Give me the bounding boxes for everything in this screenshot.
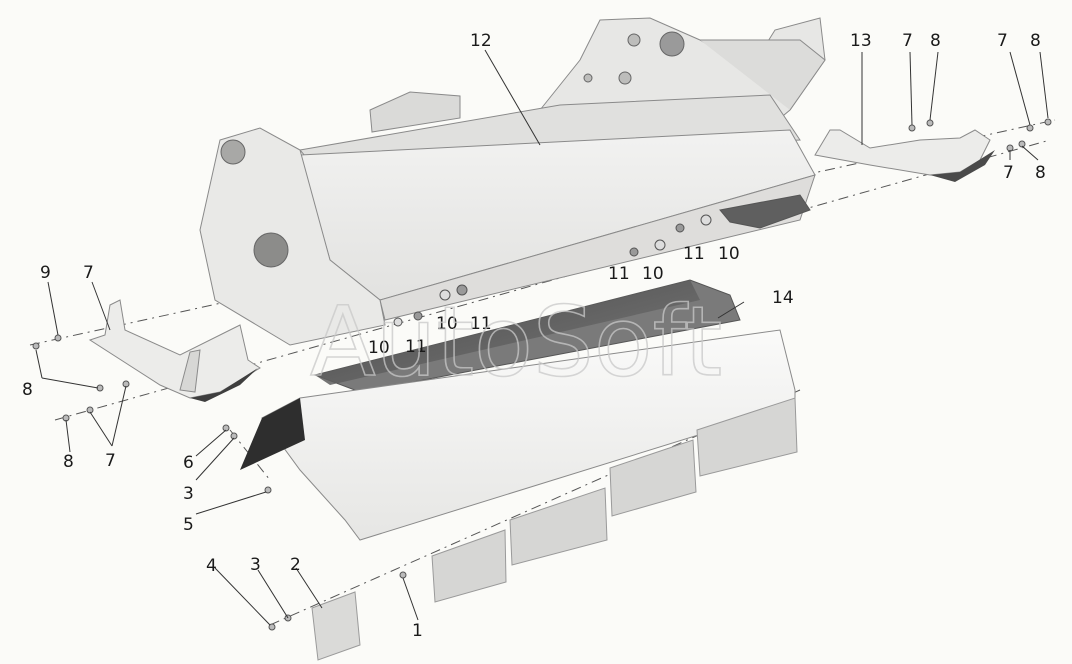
- callout-label: 9: [40, 263, 51, 283]
- part-9-left-bracket: [88, 299, 261, 402]
- callout-label: 7: [997, 31, 1008, 51]
- callout-label: 1: [412, 621, 423, 641]
- callout-label: 11: [405, 337, 427, 357]
- callout-label: 4: [206, 556, 217, 576]
- callout-label: 5: [183, 515, 194, 535]
- callout-label: 10: [642, 264, 664, 284]
- callout-label: 11: [683, 244, 705, 264]
- part-2-flaps: [311, 397, 798, 661]
- callout-label: 8: [63, 452, 74, 472]
- callout-label: 8: [22, 380, 33, 400]
- callout-label: 10: [368, 338, 390, 358]
- callout-label: 3: [250, 555, 261, 575]
- callout-label: 2: [290, 555, 301, 575]
- callout-label: 14: [772, 288, 794, 308]
- part-12-frame: [199, 17, 826, 346]
- callout-label: 7: [1003, 163, 1014, 183]
- part-13-right-bracket: [814, 129, 995, 182]
- callout-label: 10: [436, 314, 458, 334]
- callout-label: 11: [470, 314, 492, 334]
- leader-lines: [35, 49, 1049, 626]
- callout-label: 10: [718, 244, 740, 264]
- callout-label: 7: [105, 451, 116, 471]
- callout-label: 12: [470, 31, 492, 51]
- callout-label: 13: [850, 31, 872, 51]
- fasteners: [32, 118, 1052, 631]
- watermark: AutoSoft: [310, 286, 722, 398]
- callout-label: 8: [1035, 163, 1046, 183]
- callout-label: 3: [183, 484, 194, 504]
- callout-label: 6: [183, 453, 194, 473]
- callout-label: 7: [902, 31, 913, 51]
- callout-label: 7: [83, 263, 94, 283]
- callout-label: 8: [930, 31, 941, 51]
- callout-label: 11: [608, 264, 630, 284]
- callout-label: 8: [1030, 31, 1041, 51]
